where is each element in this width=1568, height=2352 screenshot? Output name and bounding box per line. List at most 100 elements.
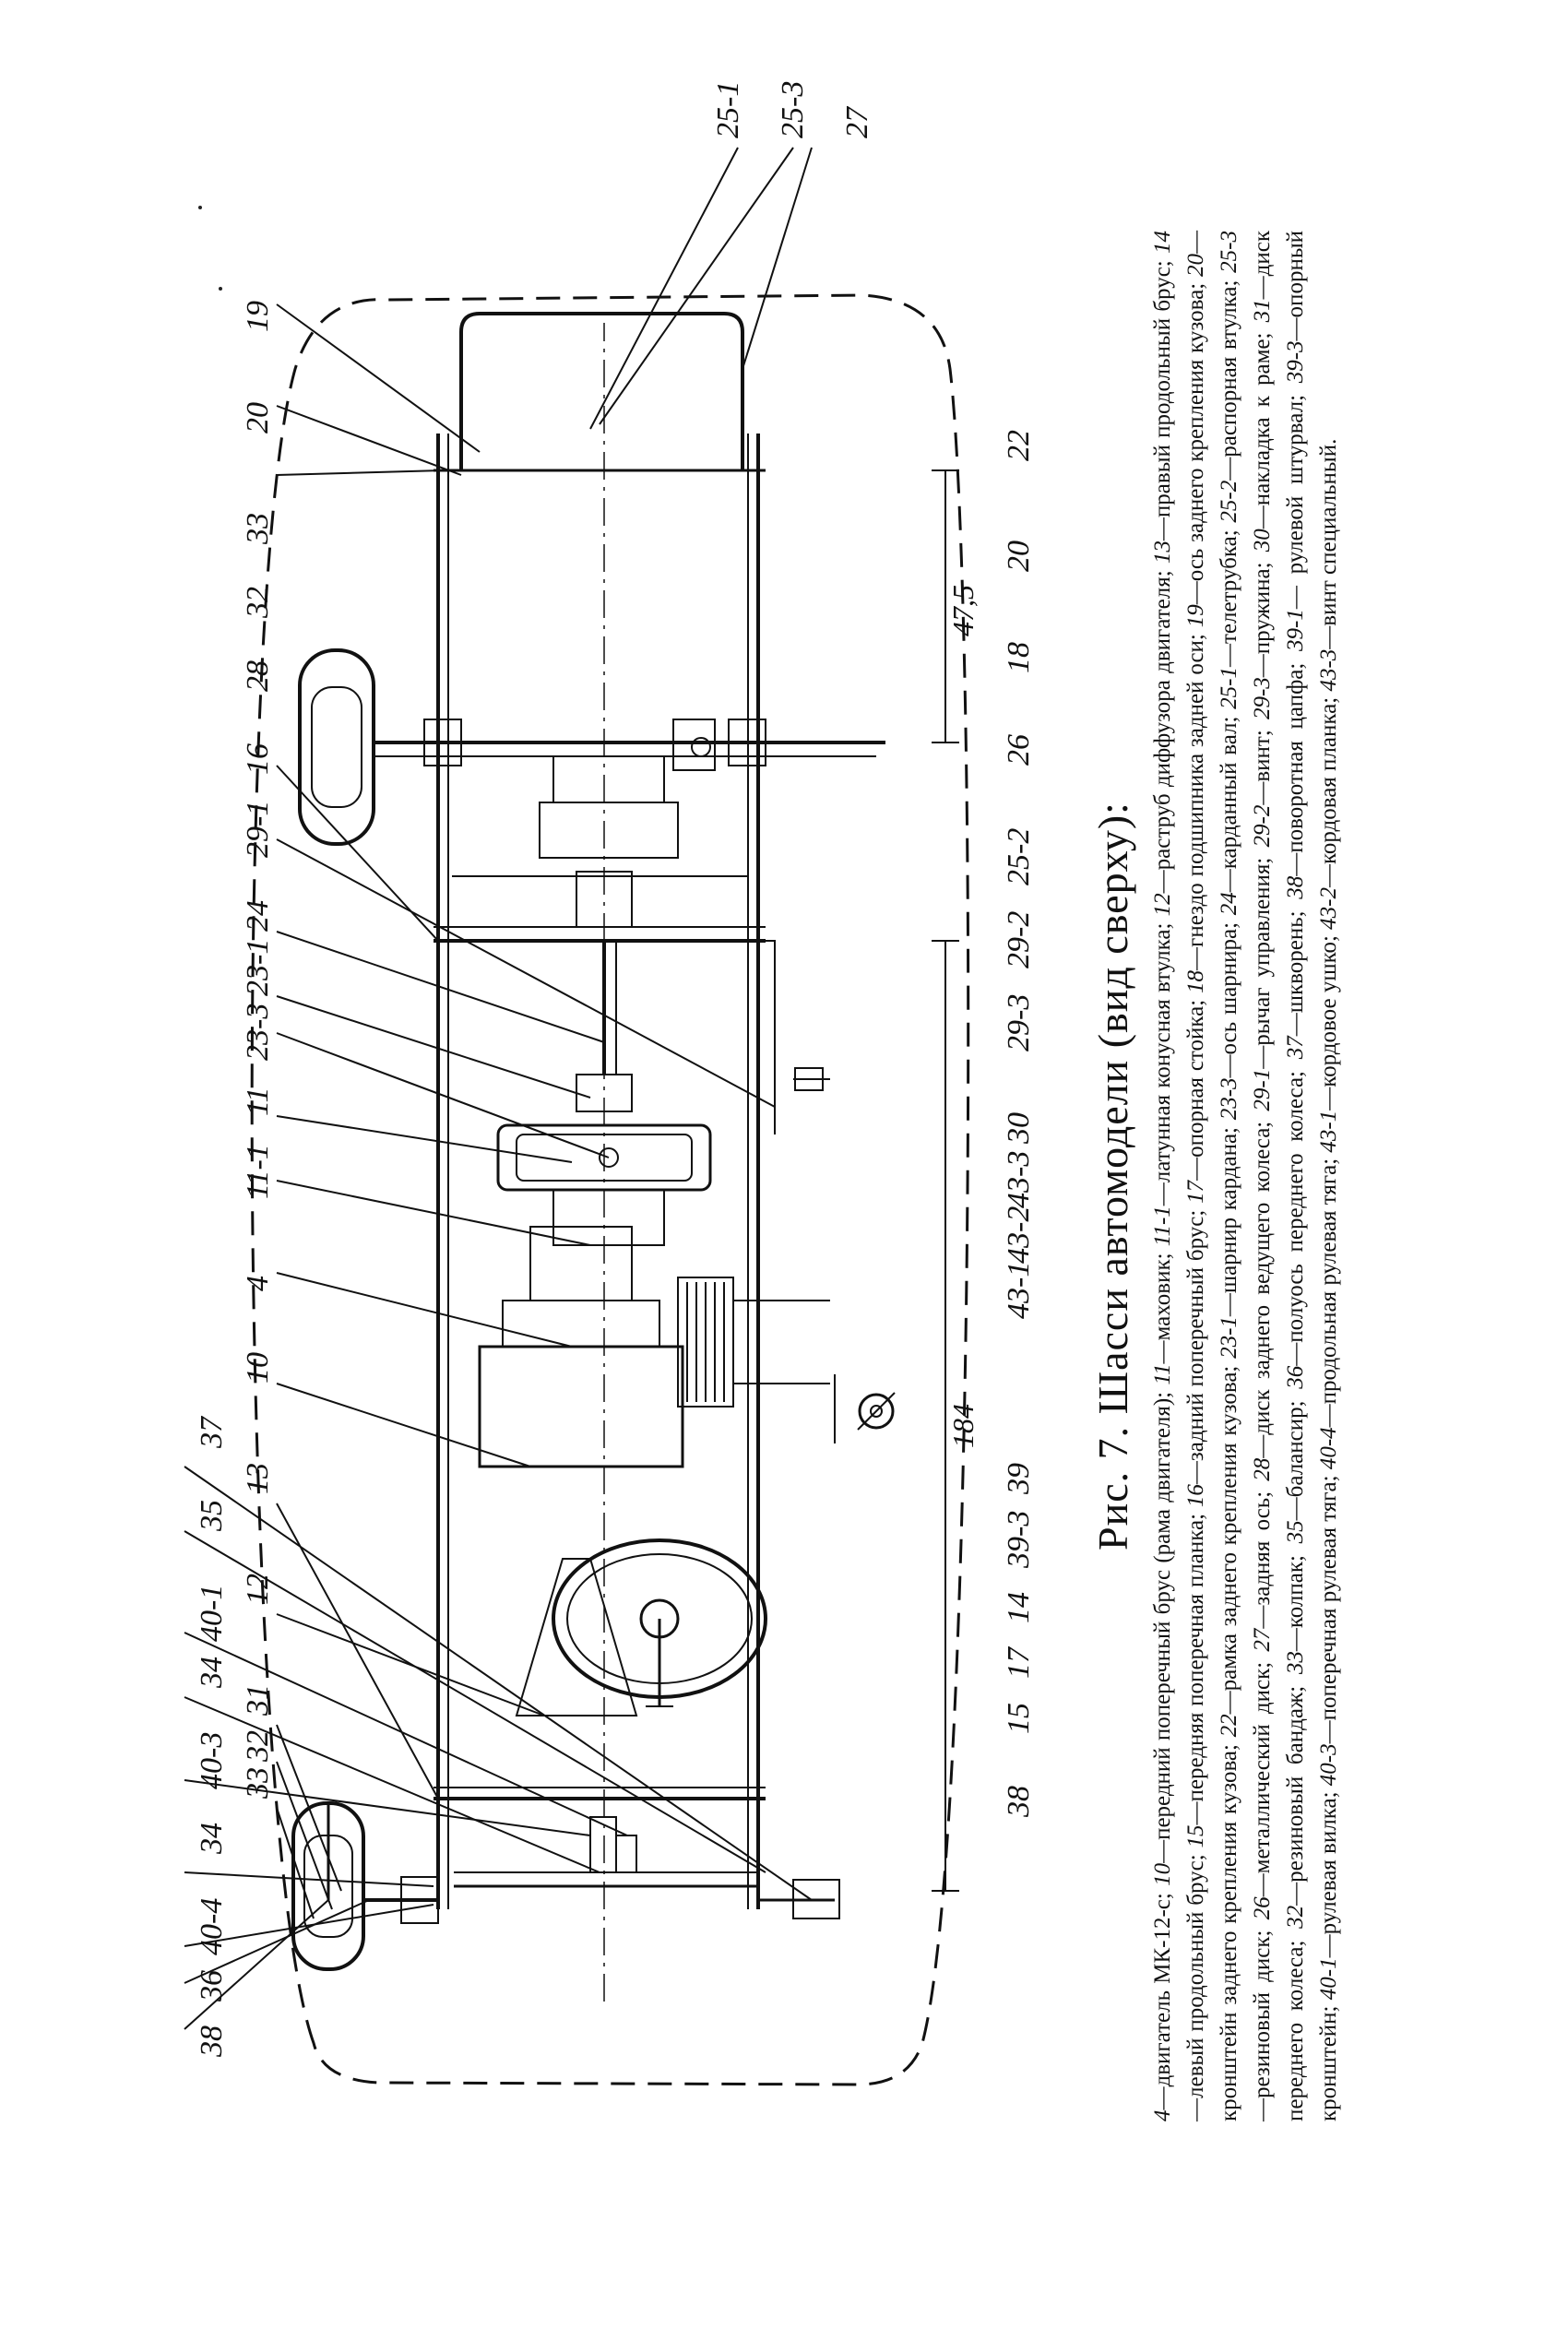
legend-number: 23-3 [1217, 1077, 1241, 1121]
legend-text: —резиновый бандаж; [1283, 1674, 1308, 1906]
legend-text: —задний поперечный брус; [1183, 1203, 1208, 1485]
label: 13 [241, 1463, 275, 1494]
label: 43-2 [1002, 1206, 1036, 1264]
dimension-labels: 184 47,5 [946, 585, 980, 1448]
labels-top: 38 36 40-4 34 40-3 34 40-1 35 37 [195, 1415, 229, 2058]
label: 24 [241, 900, 275, 932]
label: 11-1 [241, 1144, 275, 1199]
label: 33 [241, 1767, 275, 1800]
body-outline [250, 293, 970, 2086]
legend-number: 35 [1283, 1520, 1308, 1544]
label: 11 [241, 1087, 275, 1116]
legend-number: 19 [1183, 604, 1208, 628]
legend-text: —передняя поперечная планка; [1183, 1507, 1208, 1825]
legend-number: 16 [1183, 1484, 1208, 1508]
legend-text: —накладка к раме; [1250, 322, 1275, 529]
labels-right: 38 15 17 14 39-3 39 43-1 43-2 43-3 30 29… [1002, 430, 1036, 1818]
label: 10 [241, 1352, 275, 1384]
legend-number: 29-1 [1250, 1068, 1275, 1111]
legend-text: —латунная конусная втулка; [1150, 916, 1175, 1206]
legend-number: 28 [1250, 1457, 1275, 1481]
legend-text: —поворотная цапфа; [1283, 650, 1308, 876]
legend-number: 23-1 [1217, 1316, 1241, 1359]
legend-text: —колпак; [1283, 1543, 1308, 1652]
figure-legend: 4—двигатель МК-12-с; 10—передний попереч… [1146, 231, 1346, 2121]
label: 29-2 [1002, 911, 1036, 968]
label: 38 [195, 2025, 229, 2058]
legend-number: 20 [1183, 254, 1208, 277]
legend-number: 30 [1250, 529, 1275, 552]
label: 23-3 [241, 1004, 275, 1061]
legend-number: 4 [1150, 2109, 1175, 2122]
legend-text: —поперечная рулевая тяга; [1316, 1469, 1341, 1744]
label: 23-1 [241, 939, 275, 996]
legend-number: 10 [1150, 1862, 1175, 1886]
legend-number: 15 [1183, 1824, 1208, 1848]
legend-text: —опорная стойка; [1183, 992, 1208, 1181]
legend-text: —кордовое ушко; [1316, 929, 1341, 1111]
legend-text: —левый продольный брус; [1183, 1847, 1208, 2121]
label: 36 [195, 1970, 229, 2002]
legend-text: —продольная рулевая тяга; [1316, 1152, 1341, 1428]
legend-text: —винт; [1250, 719, 1275, 805]
legend-text: —винт специальный. [1316, 438, 1341, 649]
legend-text: —рулевая вилка; [1316, 1786, 1341, 1958]
labels-left: 33 32 31 12 13 10 4 11-1 11 23-3 23-1 24… [241, 301, 275, 1800]
label: 22 [1002, 430, 1036, 461]
legend-text: —телетрубка; [1217, 522, 1241, 668]
legend-number: 25-2 [1217, 480, 1241, 523]
label: 16 [241, 743, 275, 775]
legend-number: 25-3 [1217, 231, 1241, 273]
label: 34 [195, 1823, 229, 1855]
label: 17 [1002, 1645, 1036, 1679]
label: 40-4 [195, 1898, 229, 1955]
label: 43-1 [1002, 1262, 1036, 1319]
legend-text: — рулевой штурвал; [1283, 383, 1308, 610]
label: 38 [1002, 1786, 1036, 1818]
legend-number: 33 [1283, 1651, 1308, 1675]
legend-text: —диск заднего ведущего колеса; [1250, 1111, 1275, 1458]
legend-number: 22 [1217, 1714, 1241, 1738]
legend-text: —ось заднего крепления кузова; [1183, 277, 1208, 605]
label: 30 [1002, 1112, 1036, 1145]
legend-number: 29-2 [1250, 804, 1275, 848]
label: 28 [241, 660, 275, 692]
legend-text: —резиновый диск; [1250, 1919, 1275, 2121]
scan-speck [219, 287, 222, 291]
legend-text: —металлический диск; [1250, 1651, 1275, 1897]
caption-block: Рис. 7. Шасси автомодели (вид сверху): 4… [1088, 231, 1522, 2121]
legend-number: 32 [1283, 1905, 1308, 1929]
label: 33 [241, 513, 275, 545]
label: 32 [241, 587, 275, 619]
legend-text: —распорная втулка; [1217, 272, 1241, 481]
label: 20 [1002, 540, 1036, 572]
legend-text: —кордовая планка; [1316, 691, 1341, 888]
label: 40-1 [195, 1585, 229, 1642]
label: 14 [1002, 1592, 1036, 1623]
legend-number: 13 [1150, 540, 1175, 564]
legend-number: 39-1 [1283, 609, 1308, 651]
label: 26 [1002, 734, 1036, 766]
legend-number: 40-4 [1316, 1427, 1341, 1470]
legend-number: 11 [1150, 1363, 1175, 1385]
legend-number: 40-1 [1316, 1957, 1341, 2001]
legend-text: —балансир; [1283, 1388, 1308, 1521]
legend-text: —задняя ось; [1250, 1480, 1275, 1629]
figure-title: Рис. 7. Шасси автомодели (вид сверху): [1089, 802, 1136, 1550]
legend-number: 14 [1150, 231, 1175, 254]
legend-text: —шкворень; [1283, 898, 1308, 1037]
legend-number: 27 [1250, 1628, 1275, 1652]
legend-number: 25-1 [1217, 667, 1241, 709]
label: 32 [241, 1730, 275, 1763]
legend-number: 38 [1283, 875, 1308, 899]
legend-text: —правый продольный брус; [1150, 254, 1175, 541]
legend-text: —шарнир кардана; [1217, 1120, 1241, 1317]
label: 27 [840, 105, 874, 138]
legend-text: —двигатель МК-12-с; [1150, 1885, 1175, 2110]
legend-number: 36 [1283, 1365, 1308, 1389]
label: 25-2 [1002, 828, 1036, 885]
label: 12 [241, 1574, 275, 1605]
engine-block [478, 1345, 684, 1468]
